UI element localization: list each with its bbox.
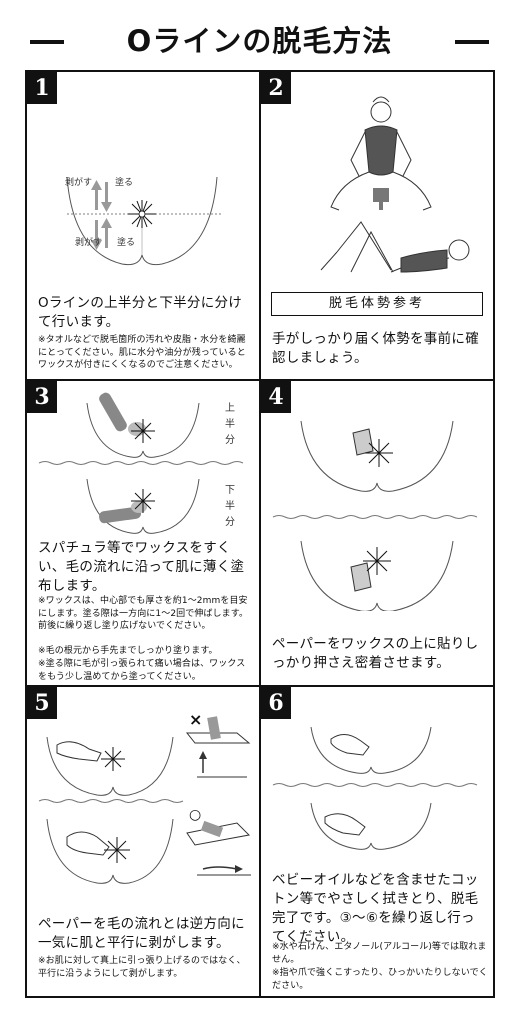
step-6-wave-divider — [272, 783, 478, 787]
step-3-note-1: ※ワックスは、中心部でも厚さを約1～2mmを目安にします。塗る際は一方向に1～2… — [38, 596, 249, 631]
label-peel-bottom: 剥がす — [75, 236, 102, 248]
hand-peeling-icon-upper — [56, 741, 102, 762]
label-apply-top: 塗る — [115, 176, 133, 188]
label-lower-half: 下半分 — [225, 485, 235, 528]
step-6-panel: 6 ベビーオイルなどを含ませたコットン等でやさしく拭きとり、脱毛完了です。③～⑥… — [261, 687, 495, 998]
lying-pose-figure — [320, 221, 470, 273]
step-6-note-1: ※水や石けん、エタノール(アルコール)等では取れません。 — [272, 942, 487, 965]
step-4-panel: 4 ペーパーをワックスの上に貼りしっかり押さえ密着させます。 — [261, 381, 495, 685]
posture-reference-banner: 脱毛体勢参考 — [271, 292, 483, 316]
steps-grid: 1 — [25, 70, 495, 998]
step-6-text: ベビーオイルなどを含ませたコットン等でやさしく拭きとり、脱毛完了です。③～⑥を繰… — [272, 872, 479, 945]
label-apply-bottom: 塗る — [117, 236, 135, 248]
grid-divider-row2 — [27, 685, 493, 687]
apply-arrow-up-icon — [101, 218, 112, 248]
step-3-text: スパチュラ等でワックスをすくい、毛の流れに沿って肌に薄く塗布します。 — [38, 540, 245, 594]
starburst-icon-lower — [104, 837, 130, 863]
grid-divider-vertical — [259, 72, 261, 996]
peel-arrow-up-icon — [91, 180, 102, 210]
peel-arrow-down-icon — [91, 220, 102, 250]
step-3-wave-divider — [38, 461, 244, 465]
correct-mark-icon: ○ — [189, 807, 201, 823]
step-4-wave-divider — [272, 515, 478, 519]
step-6-note-2: ※指や爪で強くこすったり、ひっかいたりしないでください。 — [272, 968, 488, 991]
step-6-illustration — [272, 726, 478, 850]
grid-divider-row1 — [27, 379, 493, 381]
starburst-icon-upper — [101, 747, 125, 771]
step-3-panel: 3 上半分 下半分 スパチュラ等でワックスをすくい — [27, 381, 259, 685]
step-1-number: 1 — [27, 72, 57, 104]
step-5-note: ※お肌に対して真上に引っ張り上げるのではなく、平行に沿うようにして剥がします。 — [38, 956, 246, 979]
step-2-panel: 2 脱毛体勢参考 手がしっかり届く体勢 — [261, 72, 495, 379]
step-3-illustration: 上半分 下半分 — [38, 392, 244, 534]
spatula-icon-upper — [99, 392, 146, 436]
step-6-number: 6 — [261, 687, 291, 719]
step-1-illustration: 剥がす 塗る 剥がす 塗る — [65, 176, 223, 266]
correct-peel-diagram — [186, 820, 251, 876]
step-2-illustration — [320, 96, 470, 273]
step-1-panel: 1 — [27, 72, 259, 379]
hand-peeling-icon-lower — [66, 831, 110, 856]
step-1-text: Oラインの上半分と下半分に分けて行います。 — [38, 295, 243, 330]
step-2-number: 2 — [261, 72, 291, 104]
step-5-panel: 5 × — [27, 687, 259, 998]
step-2-text: 手がしっかり届く体勢を事前に確認しましょう。 — [272, 331, 479, 366]
step-4-text: ペーパーをワックスの上に貼りしっかり押さえ密着させます。 — [272, 636, 479, 671]
label-upper-half: 上半分 — [225, 402, 235, 446]
step-1-note: ※タオルなどで脱毛箇所の汚れや皮脂・水分を綺麗にとってください。肌に水分や油分が… — [38, 335, 246, 370]
step-5-text: ペーパーを毛の流れとは逆方向に一気に肌と平行に剥がします。 — [38, 916, 245, 951]
apply-arrow-down-icon — [101, 182, 112, 212]
step-5-wave-divider — [38, 799, 184, 803]
starburst-icon-lower — [131, 489, 155, 513]
starburst-icon-upper — [365, 439, 393, 467]
step-5-illustration: × ○ — [38, 710, 251, 884]
step-3-number: 3 — [27, 381, 57, 413]
starburst-icon-lower — [363, 547, 391, 575]
step-3-note-3: ※塗る際に毛が引っ張られて痛い場合は、ワックスをもう少し温めてから塗ってください… — [38, 659, 246, 682]
paper-strip-icon-upper — [352, 428, 374, 456]
cotton-wiping-icon-upper — [330, 734, 370, 756]
title-dash-left — [30, 40, 64, 44]
label-peel-top: 剥がす — [65, 176, 92, 188]
step-4-number: 4 — [261, 381, 291, 413]
title-dash-right — [455, 40, 489, 44]
cotton-wiping-icon-lower — [324, 813, 366, 836]
wrong-mark-icon: × — [189, 710, 202, 729]
squat-pose-figure — [330, 96, 432, 211]
starburst-icon-upper — [131, 419, 155, 443]
page-header: Oラインの脱毛方法 — [0, 0, 519, 72]
step-5-number: 5 — [27, 687, 57, 719]
page-title: Oラインの脱毛方法 — [126, 24, 393, 58]
step-3-note-2: ※毛の根元から手先までしっかり塗ります。 — [38, 646, 218, 656]
paper-strip-icon-lower — [350, 562, 372, 592]
wrong-peel-diagram — [185, 716, 251, 778]
step-4-illustration — [272, 420, 478, 611]
